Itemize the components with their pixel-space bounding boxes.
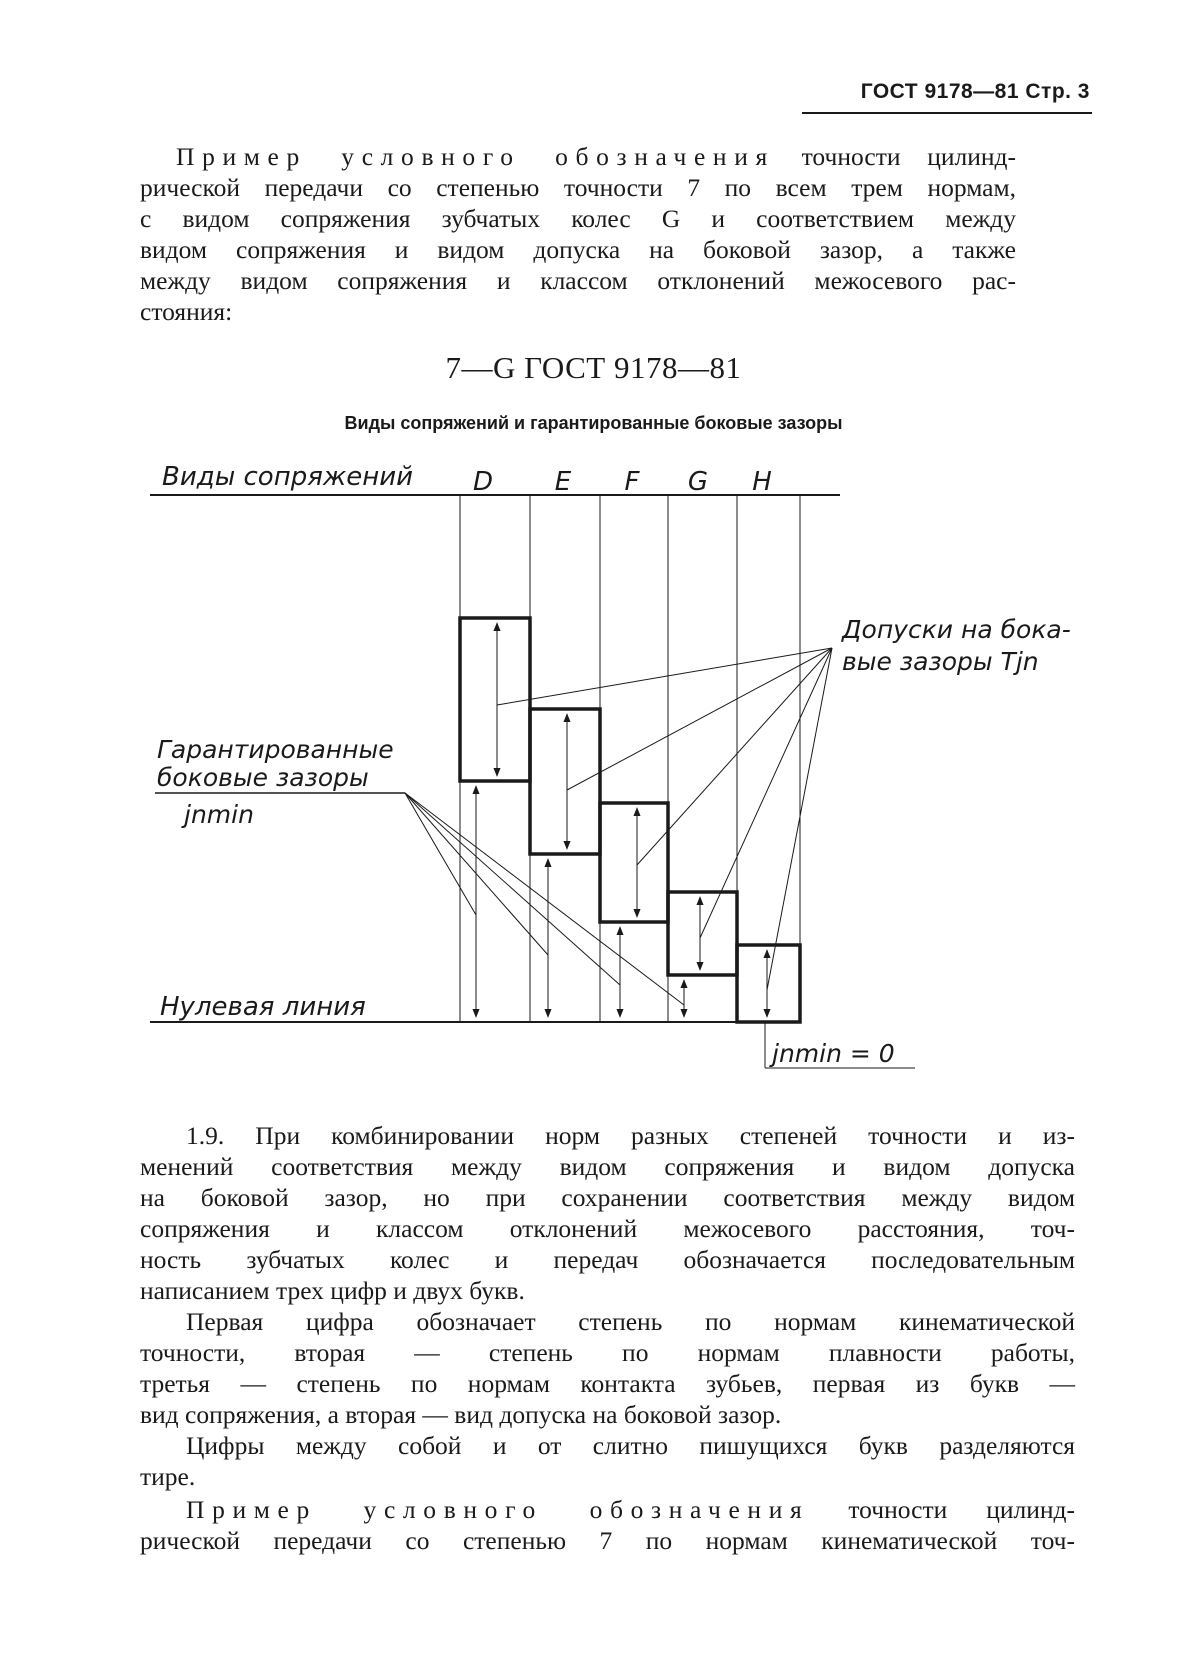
label-zero-line: Нулевая линия — [160, 992, 366, 1022]
text-line: тире. — [140, 1462, 196, 1491]
designation-formula: 7—G ГОСТ 9178—81 — [445, 350, 742, 385]
figure-caption: Виды сопряжений и гарантированные боковы… — [344, 413, 843, 433]
guaranteed-arrows — [472, 785, 688, 1018]
first-digit-paragraph: Первая цифра обозначает степень по норма… — [140, 1306, 1075, 1430]
text-line: Пример условного обозначения точности ци… — [186, 1495, 1075, 1524]
type-h: H — [752, 467, 772, 497]
text-line: написанием трех цифр и двух букв. — [140, 1276, 525, 1305]
text-line: с видом сопряжения зубчатых колес G и со… — [140, 204, 1016, 233]
type-e: E — [555, 467, 572, 497]
label-types: Виды сопряжений — [162, 462, 413, 492]
label-jnmin-zero: jnmin = 0 — [769, 1039, 895, 1068]
text-line: менений соответствия между видом сопряже… — [140, 1152, 1075, 1181]
text-line: третья — степень по нормам контакта зубь… — [140, 1369, 1075, 1398]
text-line: между видом сопряжения и классом отклоне… — [140, 266, 1016, 295]
type-g: G — [688, 467, 708, 497]
type-f: F — [625, 467, 641, 497]
text-line: рической передачи со степенью 7 по норма… — [140, 1526, 1075, 1555]
type-d: D — [473, 467, 493, 497]
header-rule — [802, 112, 1092, 114]
text-line: 1.9. При комбинировании норм разных степ… — [186, 1121, 1075, 1150]
example-paragraph-1: Пример условного обозначения точности ци… — [140, 141, 1016, 327]
example-paragraph-2: Пример условного обозначения точности ци… — [140, 1494, 1075, 1556]
text-line: рической передачи со степенью точности 7… — [140, 173, 1016, 202]
page-header: ГОСТ 9178—81 Стр. 3 — [860, 80, 1090, 103]
label-tolerances-1: Допуски на бока- — [841, 615, 1071, 644]
tolerance-leaders — [496, 647, 833, 991]
digits-paragraph: Цифры между собой и от слитно пишущихся … — [140, 1430, 1075, 1492]
text-line: видом сопряжения и видом допуска на боко… — [140, 235, 1016, 264]
clause-1-9: 1.9. При комбинировании норм разных степ… — [140, 1120, 1075, 1306]
tolerance-box-f — [598, 801, 670, 924]
text-line: Первая цифра обозначает степень по норма… — [186, 1307, 1075, 1336]
text-line: сопряжения и классом отклонений межосево… — [140, 1214, 1075, 1243]
text-line: вид сопряжения, а вторая — вид допуска н… — [140, 1400, 782, 1429]
tolerance-arrows — [493, 622, 771, 1018]
tolerance-boxes — [458, 616, 802, 1024]
tolerance-box-e — [528, 707, 602, 856]
text-line: Пример условного обозначения точности ци… — [176, 142, 1016, 171]
label-tolerances-2: вые зазоры Tjn — [842, 647, 1039, 676]
guaranteed-leaders — [404, 792, 685, 1006]
text-line: Цифры между собой и от слитно пишущихся … — [186, 1431, 1075, 1460]
label-jnmin: jnmin — [181, 800, 254, 829]
text-line: ность зубчатых колес и передач обозначае… — [140, 1245, 1075, 1274]
tolerance-box-g — [666, 890, 739, 977]
label-guaranteed-2: боковые зазоры — [157, 763, 369, 792]
label-guaranteed-1: Гарантированные — [157, 735, 394, 764]
text-spaced: Пример условного обозначения — [176, 142, 775, 171]
text-line: на боковой зазор, но при сохранении соот… — [140, 1183, 1075, 1212]
text-line: стояния: — [140, 297, 233, 326]
text-spaced: Пример условного обозначения — [186, 1495, 810, 1524]
tolerance-box-d — [458, 616, 532, 783]
tolerance-box-h — [735, 943, 802, 1024]
text-line: точности, вторая — степень по нормам пла… — [140, 1338, 1075, 1367]
